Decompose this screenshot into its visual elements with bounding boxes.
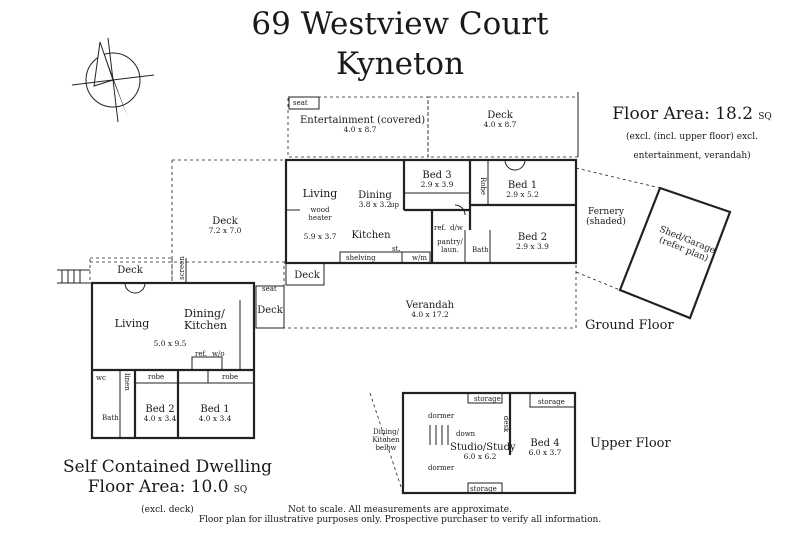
up-storage-3: storage [470, 485, 497, 493]
compass-icon [71, 37, 155, 123]
up-desk-label: desk [502, 415, 511, 433]
seat-label: seat [293, 99, 308, 107]
sc-dim: 5.0 x 9.5 [153, 339, 187, 348]
dwelling-area-block: Self Contained Dwelling Floor Area: 10.0… [60, 457, 275, 516]
up-dormer-2: dormer [428, 464, 455, 472]
floor-area-label: Floor Area: 18.2 [612, 104, 754, 124]
up-storage-1: storage [474, 395, 501, 403]
sc-dining: Dining/ Kitchen [184, 307, 227, 333]
ref-label: ref. [434, 224, 447, 232]
dwelling-unit: SQ [233, 485, 248, 495]
robe-label: Robe [479, 176, 488, 196]
shed-outline [618, 186, 732, 320]
ground-floor-label: Ground Floor [585, 318, 674, 333]
bath-label: Bath [472, 246, 489, 254]
page-title: 69 Westview Court [251, 6, 549, 42]
up-below-label: Dining/ Kitchen below [372, 428, 400, 452]
dwelling-note: (excl. deck) [141, 505, 194, 515]
up-down-label: down [456, 430, 476, 438]
room-living-dim: 5.9 x 3.7 [303, 232, 337, 241]
floor-area-block: Floor Area: 18.2 SQ (excl. (incl. upper … [597, 104, 787, 162]
room-living: Living [302, 187, 338, 200]
deck-small-2: Deck [294, 270, 320, 281]
fernery-label: Fernery (shaded) [586, 207, 626, 227]
up-storage-2: storage [538, 398, 565, 406]
verandah-outline [283, 262, 577, 329]
pantry-label: pantry/ laun. [437, 238, 463, 254]
wood-heater-label: wood heater [308, 206, 332, 222]
room-kitchen: Kitchen [351, 230, 391, 241]
sc-wc-label: wc [96, 374, 106, 382]
upper-floor-label: Upper Floor [590, 436, 671, 451]
shelving-label: shelving [346, 254, 376, 262]
footer-line1: Not to scale. All measurements are appro… [288, 505, 512, 515]
sc-ref-label: ref. [195, 350, 208, 358]
deck-small-3: Deck [257, 305, 283, 316]
deck-small-1: Deck [117, 265, 143, 276]
st-label: st. [392, 245, 401, 253]
sc-robe1-label: robe [148, 373, 165, 381]
screen-label: screen [177, 256, 186, 280]
floor-area-unit: SQ [758, 112, 772, 122]
dw-label: d/w [450, 224, 463, 232]
seat-mid-label: seat [262, 285, 277, 293]
footer-line2: Floor plan for illustrative purposes onl… [198, 515, 602, 525]
footer-disclaimer: Not to scale. All measurements are appro… [0, 505, 800, 525]
sc-linen-label: linen [122, 373, 131, 391]
sc-wo-label: w/o [212, 350, 225, 358]
sc-bath-label: Bath [102, 414, 119, 422]
dwelling-outline [90, 281, 256, 440]
room-entertainment: Entertainment (covered)4.0 x 8.7 [300, 115, 426, 134]
dwelling-title: Self Contained Dwelling [62, 457, 273, 477]
stair-up-label: up [390, 201, 399, 209]
wm-label: w/m [412, 254, 427, 262]
page-subtitle: Kyneton [335, 46, 465, 82]
floor-area-note2: entertainment, verandah) [633, 151, 751, 161]
sc-robe2-label: robe [222, 373, 239, 381]
dwelling-area: Floor Area: 10.0 [87, 477, 229, 497]
floor-area-note1: (excl. (incl. upper floor) excl. [626, 132, 758, 142]
sc-living: Living [114, 317, 150, 330]
up-dormer-1: dormer [428, 412, 455, 420]
fernery-outline [575, 167, 661, 291]
